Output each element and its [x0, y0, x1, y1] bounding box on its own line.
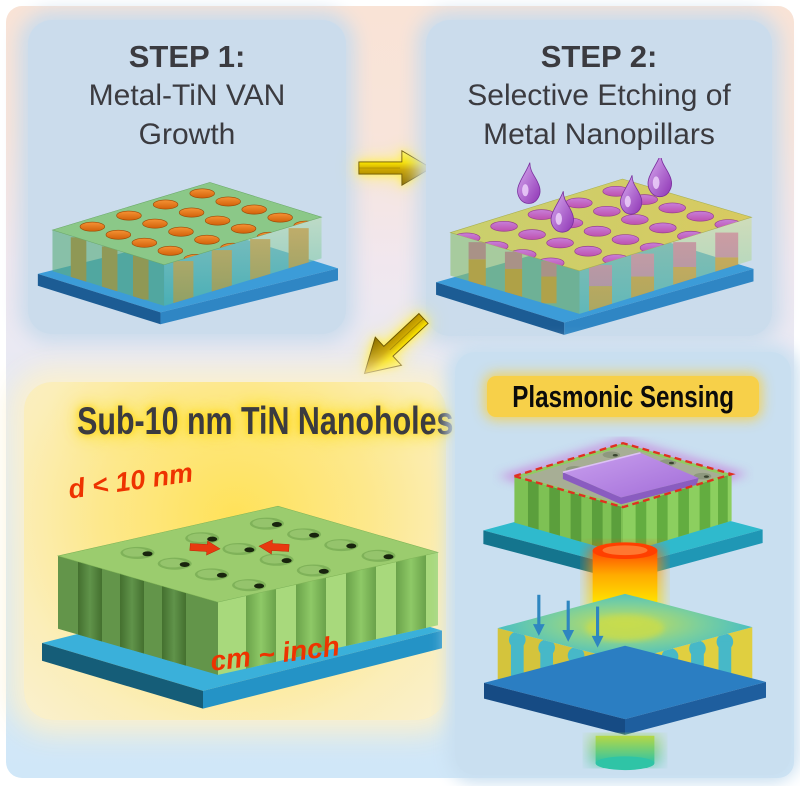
step1-line3: Growth — [138, 118, 236, 151]
step1-heading: STEP 1: — [128, 39, 246, 74]
step1-line2: Metal-TiN VAN — [88, 79, 286, 112]
nanoholes-title: Sub-10 nm TiN Nanoholes — [24, 400, 453, 444]
process-arrow-right-icon — [358, 150, 432, 186]
step1-title: STEP 1: Metal-TiN VAN Growth — [28, 37, 346, 154]
van-structure-illustration — [37, 182, 338, 325]
step2-line3: Metal Nanopillars — [483, 118, 715, 151]
sensing-title: Plasmonic Sensing — [512, 378, 734, 414]
matrix-top — [449, 178, 753, 272]
light-transmission-illustration — [484, 542, 766, 771]
analyte-flake — [562, 452, 699, 505]
panel-step1: STEP 1: Metal-TiN VAN Growth — [28, 20, 346, 334]
beam-footprint — [585, 615, 665, 641]
matrix-sides — [450, 217, 752, 314]
process-arrow-down-left-icon — [363, 312, 429, 375]
substrate — [484, 645, 766, 735]
film-front-face — [623, 474, 732, 554]
tin-matrix-sides — [52, 217, 322, 306]
analyte-sensing-illustration — [483, 438, 763, 576]
transmitted-light-beam — [589, 735, 661, 771]
film-left-face — [514, 476, 623, 554]
nanoholes-title-text: Sub-10 nm TiN Nanoholes — [77, 400, 454, 443]
step2-heading: STEP 2: — [540, 39, 658, 74]
panel-plasmonic-sensing: Plasmonic Sensing — [455, 352, 791, 775]
nanohole-slab-illustration — [42, 505, 442, 709]
dashed-outline — [510, 441, 736, 509]
panel-step2: STEP 2: Selective Etching of Metal Nanop… — [426, 20, 772, 336]
sensing-banner: Plasmonic Sensing — [487, 376, 759, 417]
etched-structure-illustration — [436, 158, 754, 335]
step2-line2: Selective Etching of — [467, 79, 731, 112]
panel-nanoholes: Sub-10 nm TiN Nanoholes — [24, 382, 453, 720]
tin-matrix-top — [51, 182, 323, 266]
step2-title: STEP 2: Selective Etching of Metal Nanop… — [426, 37, 772, 154]
